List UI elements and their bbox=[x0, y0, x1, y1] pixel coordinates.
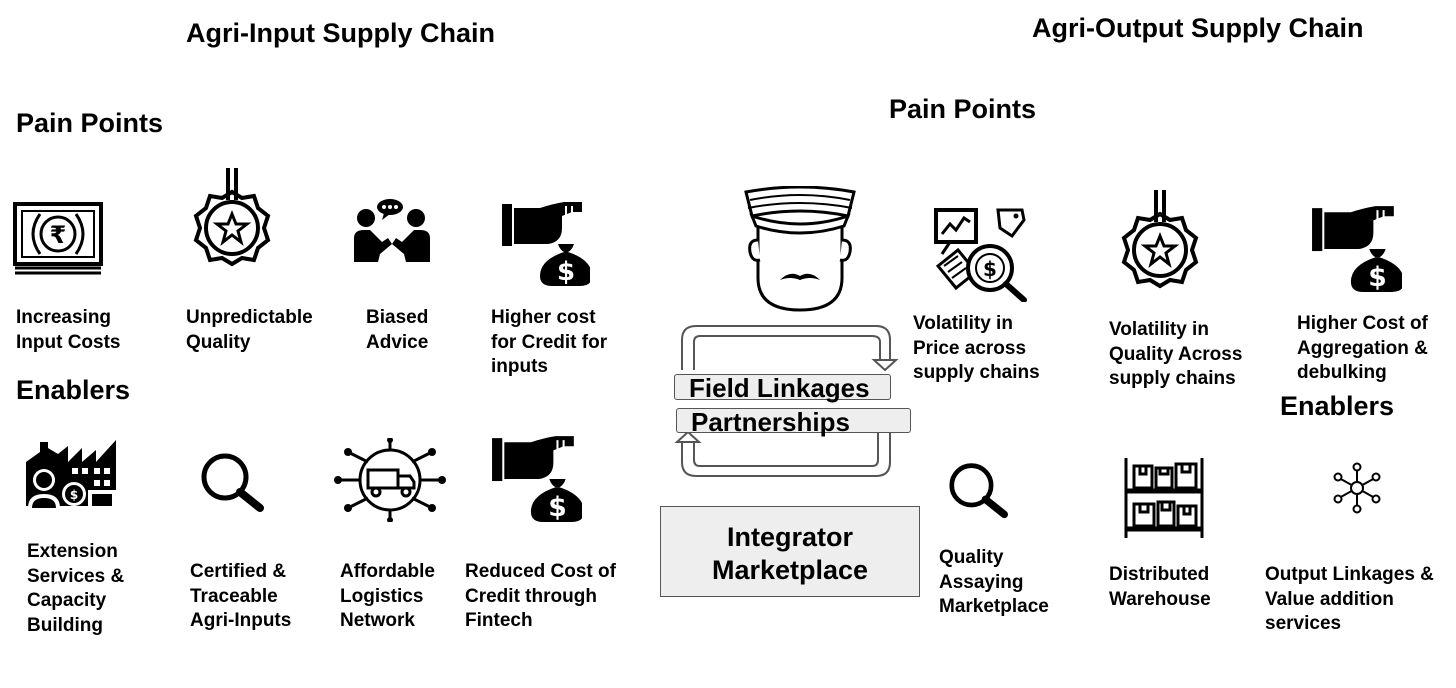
svg-text:$: $ bbox=[557, 257, 575, 287]
output-pain-label-aggregation: Higher Cost of Aggregation & debulking bbox=[1297, 313, 1428, 383]
input-enabler-label-extension: Extension Services & Capacity Building bbox=[27, 541, 125, 636]
output-enablers-heading: Enablers bbox=[1280, 391, 1395, 421]
rupee-banknote-icon: ₹ bbox=[13, 202, 103, 275]
svg-text:₹: ₹ bbox=[50, 221, 67, 249]
input-enabler-label-certified: Certified & Traceable Agri-Inputs bbox=[190, 561, 292, 631]
input-pain-label-credit: Higher cost for Credit for inputs bbox=[491, 307, 608, 377]
svg-text:$: $ bbox=[983, 257, 997, 281]
advice-conversation-icon bbox=[354, 199, 430, 262]
farmer-turban-icon bbox=[744, 186, 856, 312]
input-enablers-heading: Enablers bbox=[16, 375, 131, 405]
input-enabler-label-fintech: Reduced Cost of Credit through Fintech bbox=[465, 561, 616, 631]
input-pain-label-advice: Biased Advice bbox=[366, 307, 429, 353]
hand-money-bag-icon: $ bbox=[1312, 206, 1402, 293]
input-enabler-label-logistics: Affordable Logistics Network bbox=[340, 561, 435, 631]
svg-text:$: $ bbox=[548, 492, 566, 523]
magnifier-icon bbox=[949, 463, 1008, 519]
input-chain-title: Agri-Input Supply Chain bbox=[186, 18, 495, 48]
output-chain-title: Agri-Output Supply Chain bbox=[1032, 13, 1364, 43]
svg-text:$: $ bbox=[70, 488, 78, 502]
output-enabler-label-linkages: Output Linkages & Value addition service… bbox=[1265, 564, 1434, 634]
input-pain-points-heading: Pain Points bbox=[16, 108, 164, 138]
input-pain-label-quality: Unpredictable Quality bbox=[186, 307, 313, 353]
cycle-arrows-icon bbox=[674, 325, 899, 477]
field-linkages-box: Field Linkages bbox=[674, 374, 891, 401]
svg-text:$: $ bbox=[1368, 262, 1386, 293]
quality-medal-icon bbox=[1121, 190, 1199, 289]
warehouse-shelf-icon bbox=[1124, 458, 1204, 538]
output-pain-label-quality: Volatility in Quality Across supply chai… bbox=[1109, 319, 1243, 389]
hub-network-icon bbox=[1333, 462, 1381, 514]
price-analysis-icon: $ bbox=[934, 208, 1027, 302]
partnerships-box: Partnerships bbox=[676, 408, 911, 435]
hand-money-bag-icon: $ bbox=[502, 202, 590, 287]
output-enabler-label-assaying: Quality Assaying Marketplace bbox=[939, 547, 1049, 617]
output-pain-label-price: Volatility in Price across supply chains bbox=[913, 313, 1040, 383]
output-enabler-label-warehouse: Distributed Warehouse bbox=[1109, 564, 1211, 610]
factory-worker-icon: $ bbox=[26, 440, 116, 508]
magnifier-icon bbox=[201, 453, 264, 512]
integrator-marketplace-box: Integrator Marketplace bbox=[660, 506, 920, 597]
logistics-network-icon bbox=[334, 438, 446, 522]
output-pain-points-heading: Pain Points bbox=[889, 94, 1037, 124]
hand-money-bag-icon: $ bbox=[492, 436, 582, 523]
quality-medal-icon bbox=[193, 168, 271, 267]
input-pain-label-costs: Increasing Input Costs bbox=[16, 307, 121, 353]
